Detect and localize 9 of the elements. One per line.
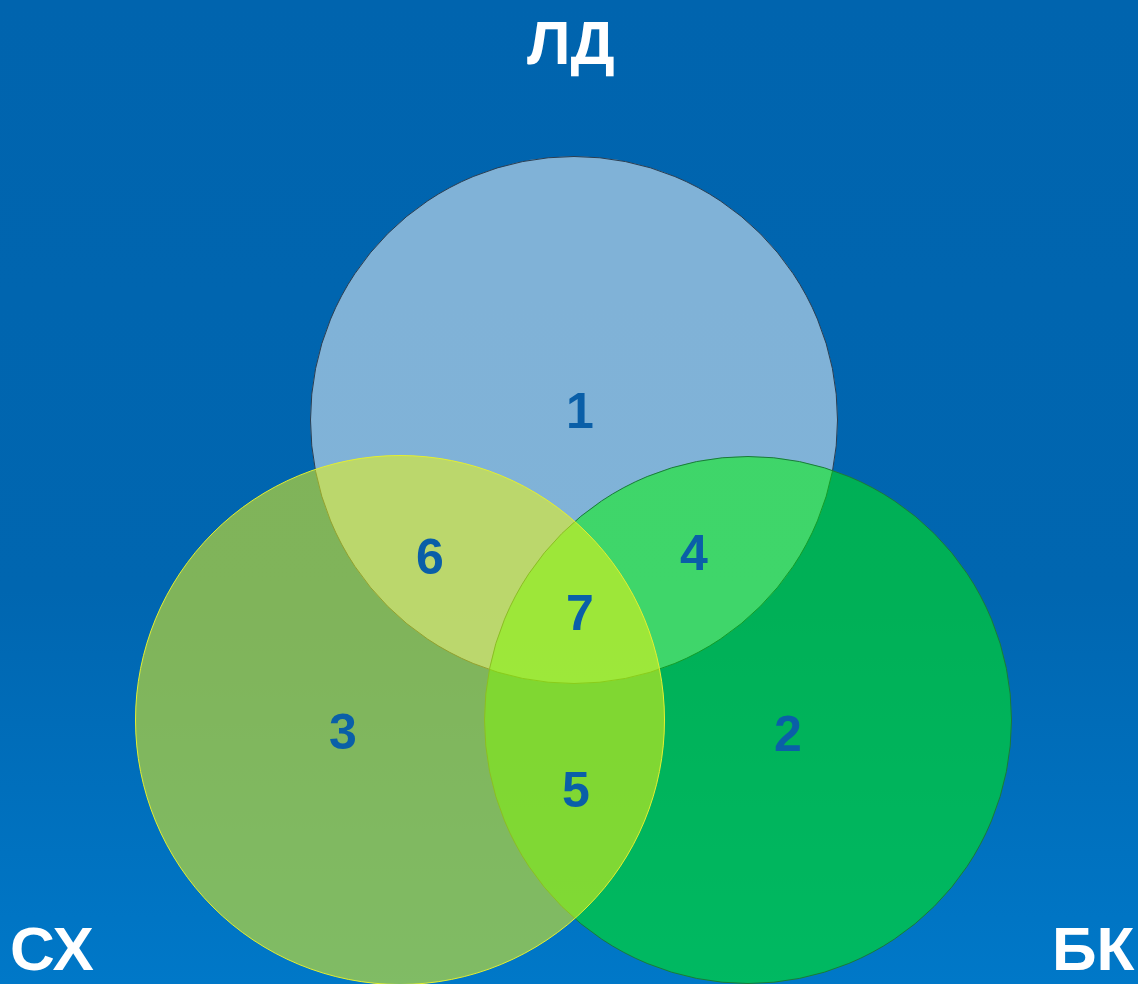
region-number: 3 xyxy=(329,707,357,757)
region-number: 1 xyxy=(566,386,594,436)
region-number: 5 xyxy=(562,765,590,815)
region-number: 4 xyxy=(680,528,708,578)
set-heading: БК xyxy=(1052,918,1135,980)
region-number: 7 xyxy=(566,588,594,638)
set-heading: СХ xyxy=(10,918,94,980)
region-number: 6 xyxy=(416,532,444,582)
region-number: 2 xyxy=(774,709,802,759)
